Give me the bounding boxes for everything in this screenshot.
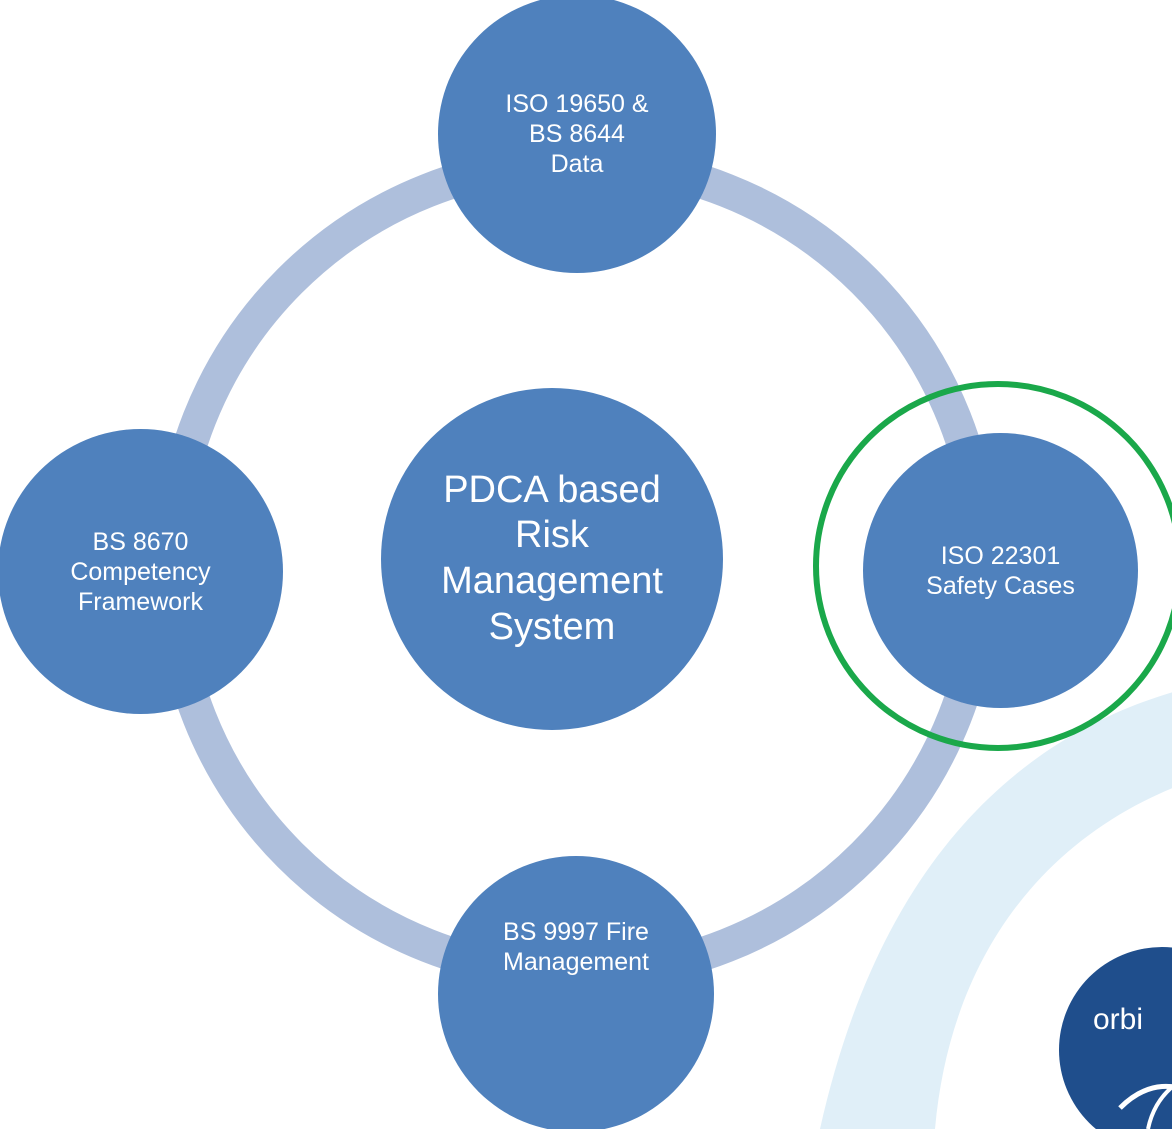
node-fire-management-label: BS 9997 Fire Management xyxy=(503,917,649,976)
logo-text: orbi xyxy=(1093,1003,1144,1036)
node-fire-management: BS 9997 Fire Management xyxy=(438,856,714,1129)
node-data-standards-label: ISO 19650 & BS 8644 Data xyxy=(505,90,649,178)
node-competency-framework: BS 8670 Competency Framework xyxy=(0,429,283,714)
node-competency-framework-label: BS 8670 Competency Framework xyxy=(70,527,211,616)
node-data-standards: ISO 19650 & BS 8644 Data xyxy=(438,0,716,273)
background-arc xyxy=(820,692,1172,1129)
node-pdca-risk-management: PDCA based Risk Management System xyxy=(381,388,723,730)
highlight-ring xyxy=(813,381,1172,751)
node-pdca-risk-management-label: PDCA based Risk Management System xyxy=(441,468,663,648)
orbit-logo-icon xyxy=(1059,947,1172,1129)
